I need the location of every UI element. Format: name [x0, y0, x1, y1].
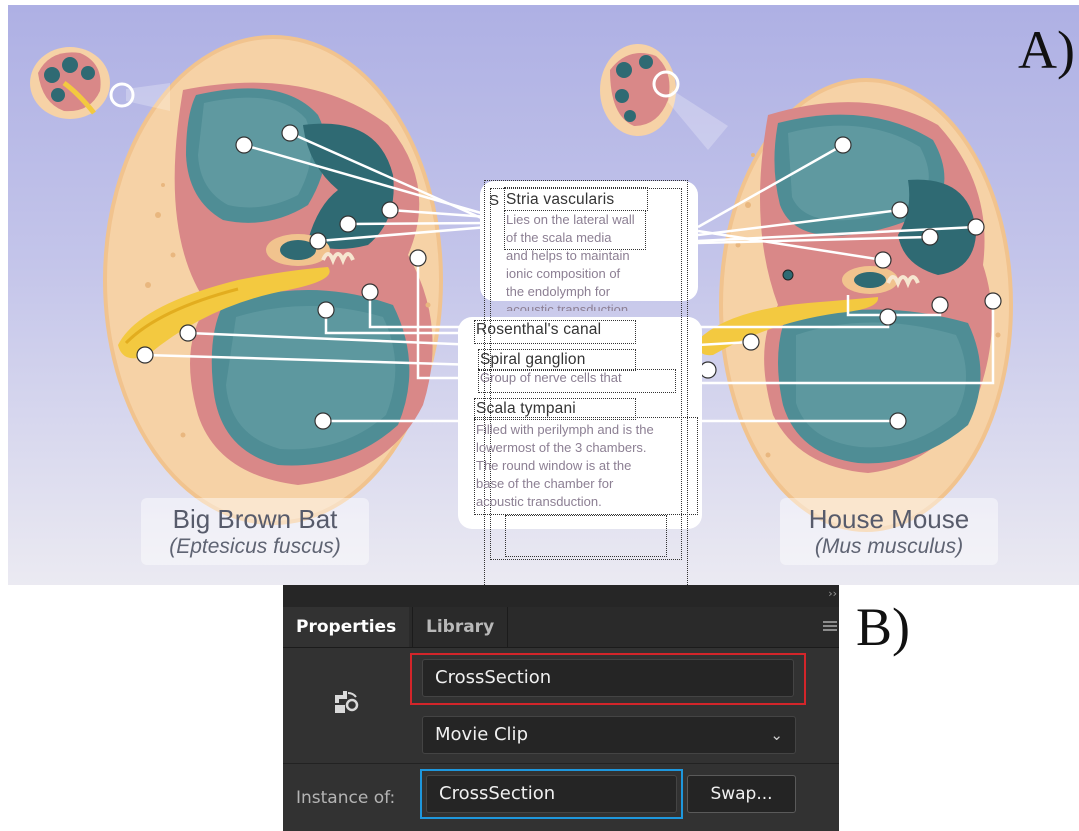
tooltip-stria-vascularis: Stria vascularis Lies on the lateral wal…: [506, 191, 635, 311]
instance-of-label: Instance of:: [296, 781, 395, 815]
cochlea-illustration: Big Brown Bat (Eptesicus fuscus) House M…: [8, 5, 1079, 585]
tooltip-body: Group of nerve cells that: [480, 369, 622, 387]
bat-species-caption: Big Brown Bat (Eptesicus fuscus): [141, 498, 369, 565]
mouse-species-caption: House Mouse (Mus musculus): [780, 498, 998, 565]
bat-latin-name: (Eptesicus fuscus): [155, 535, 355, 559]
mouse-cochlea-drawing: [698, 80, 1011, 530]
tooltip-title: Stria vascularis: [506, 191, 635, 209]
bat-common-name: Big Brown Bat: [155, 504, 355, 535]
tooltip-body: Lies on the lateral wall of the scala me…: [506, 211, 635, 311]
movie-clip-symbol-icon: [333, 689, 359, 715]
tooltip-title: Rosenthal's canal: [476, 321, 601, 339]
bat-cochlea-drawing: [105, 37, 441, 523]
mouse-latin-name: (Mus musculus): [794, 535, 984, 559]
instance-of-field[interactable]: CrossSection: [426, 775, 677, 813]
hidden-title-fragment: S: [489, 192, 499, 209]
tooltip-scala-tympani: Scala tympani Filled with perilymph and …: [476, 400, 654, 511]
chevron-down-icon: ⌄: [770, 717, 783, 753]
tooltip-spiral-ganglion: Spiral ganglion Group of nerve cells tha…: [480, 351, 622, 387]
symbol-type-value: Movie Clip: [435, 724, 528, 745]
mouse-cochlea-thumbnail: [600, 44, 728, 150]
tab-properties[interactable]: Properties: [283, 607, 409, 647]
collapse-arrows-icon[interactable]: ››: [828, 587, 837, 600]
tooltip-title: Scala tympani: [476, 400, 654, 418]
panel-tab-bar: Properties Library: [283, 607, 839, 648]
panel-title-strip: [283, 585, 839, 607]
panel-menu-icon[interactable]: [823, 621, 837, 633]
tooltip-title: Spiral ganglion: [480, 351, 622, 369]
properties-panel: ›› Properties Library CrossSection Movie…: [283, 585, 839, 831]
panel-b-label: B): [856, 596, 910, 658]
tooltip-body: Filled with perilymph and is the lowermo…: [476, 421, 654, 511]
mouse-common-name: House Mouse: [794, 504, 984, 535]
swap-button[interactable]: Swap...: [687, 775, 796, 813]
tooltip-rosenthals-canal: Rosenthal's canal: [476, 321, 601, 339]
instance-name-field[interactable]: CrossSection: [422, 659, 794, 697]
tab-library[interactable]: Library: [412, 607, 508, 647]
panel-a-label: A): [1018, 19, 1075, 81]
bat-cochlea-thumbnail: [30, 47, 170, 119]
symbol-type-select[interactable]: Movie Clip ⌄: [422, 716, 796, 754]
panel-divider: [283, 763, 839, 764]
